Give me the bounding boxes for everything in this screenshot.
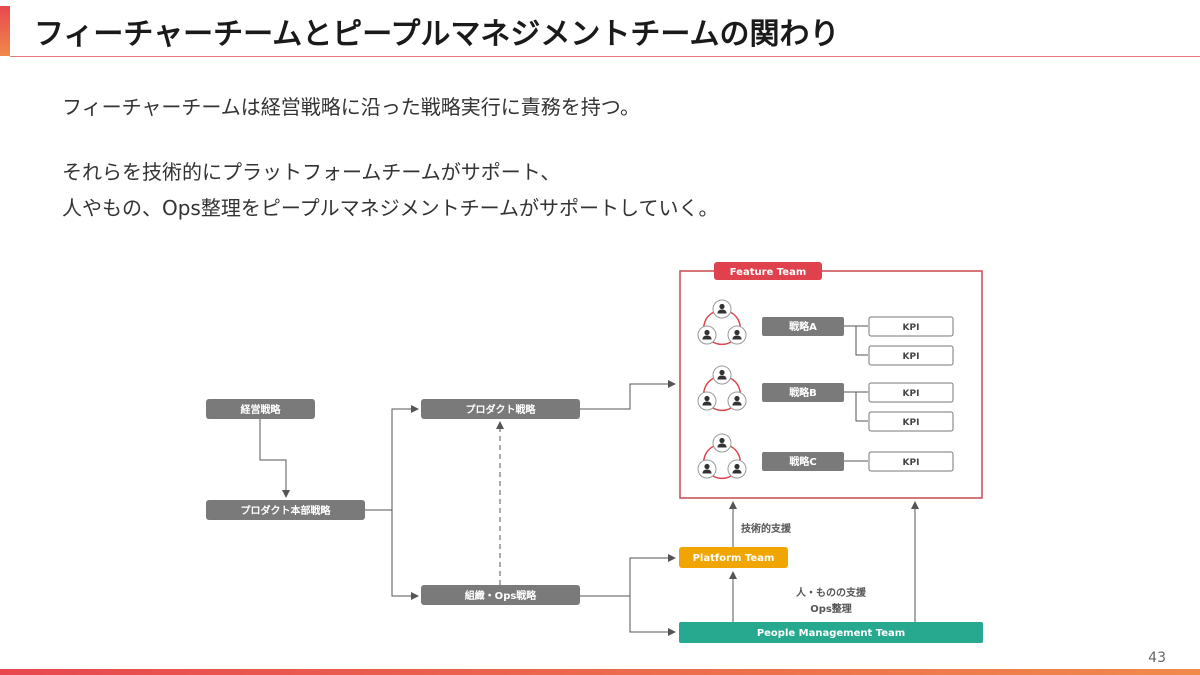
strategy-b-box: 戦略B	[762, 383, 844, 402]
people-support-annotation-1: 人・ものの支援	[796, 586, 867, 599]
page-number: 43	[1148, 650, 1166, 666]
arrow-soshiki-to-platform	[629, 554, 676, 596]
honbu-strategy-label: プロダクト本部戦略	[241, 504, 332, 517]
people-management-team-box: People Management Team	[679, 622, 983, 643]
people-management-team-label: People Management Team	[757, 628, 905, 639]
honbu-strategy-box: プロダクト本部戦略	[206, 500, 365, 520]
strategy-a-box: 戦略A	[762, 317, 844, 336]
kpi-a2-box: KPI	[868, 345, 954, 366]
team-cycle-b-icon	[698, 366, 746, 410]
bottom-accent-bar	[0, 669, 1200, 675]
feature-team-badge: Feature Team	[714, 262, 822, 280]
kpi-b1-box: KPI	[868, 382, 954, 403]
arrow-product-to-feature-team	[580, 380, 676, 410]
keiei-strategy-box: 経営戦略	[206, 399, 315, 419]
platform-team-label: Platform Team	[693, 553, 775, 564]
kpi-b2-box: KPI	[868, 411, 954, 432]
body-line-3: 人やもの、Ops整理をピープルマネジメントチームがサポートしていく。	[62, 196, 719, 220]
strategy-c-label: 戦略C	[789, 455, 816, 468]
slide-title: フィーチャーチームとピープルマネジメントチームの関わり	[34, 17, 840, 52]
product-strategy-box: プロダクト戦略	[421, 399, 580, 419]
kpi-a1-label: KPI	[903, 323, 920, 333]
kpi-c1-box: KPI	[868, 451, 954, 472]
platform-team-box: Platform Team	[679, 547, 788, 568]
kpi-c1-label: KPI	[903, 458, 920, 468]
keiei-strategy-label: 経営戦略	[241, 403, 282, 416]
kpi-b1-label: KPI	[903, 389, 920, 399]
title-bar: フィーチャーチームとピープルマネジメントチームの関わり	[0, 0, 1200, 58]
arrow-soshiki-to-people	[629, 596, 676, 636]
strategy-c-box: 戦略C	[762, 452, 844, 471]
body-line-1: フィーチャーチームは経営戦略に沿った戦略実行に責務を持つ。	[62, 95, 640, 119]
people-support-annotation-2: Ops整理	[810, 602, 852, 615]
arrow-honbu-to-product	[391, 405, 419, 510]
feature-team-label: Feature Team	[730, 267, 807, 278]
strategy-b-label: 戦略B	[789, 386, 817, 399]
product-strategy-label: プロダクト戦略	[466, 403, 537, 416]
feature-team-container	[679, 270, 983, 499]
title-accent-bar	[0, 6, 10, 56]
kpi-a1-box: KPI	[868, 316, 954, 337]
body-line-2: それらを技術的にプラットフォームチームがサポート、	[62, 160, 561, 184]
team-cycle-c-icon	[698, 434, 746, 478]
kpi-a2-label: KPI	[903, 352, 920, 362]
soshiki-ops-strategy-box: 組織・Ops戦略	[421, 585, 580, 605]
arrow-honbu-to-soshiki	[391, 510, 419, 600]
team-cycle-a-icon	[698, 300, 746, 344]
soshiki-ops-strategy-label: 組織・Ops戦略	[465, 589, 538, 602]
kpi-b2-label: KPI	[903, 418, 920, 428]
title-divider	[10, 56, 1200, 57]
tech-support-annotation: 技術的支援	[741, 522, 792, 535]
strategy-a-label: 戦略A	[789, 320, 817, 333]
arrow-keiei-to-honbu	[259, 419, 290, 498]
